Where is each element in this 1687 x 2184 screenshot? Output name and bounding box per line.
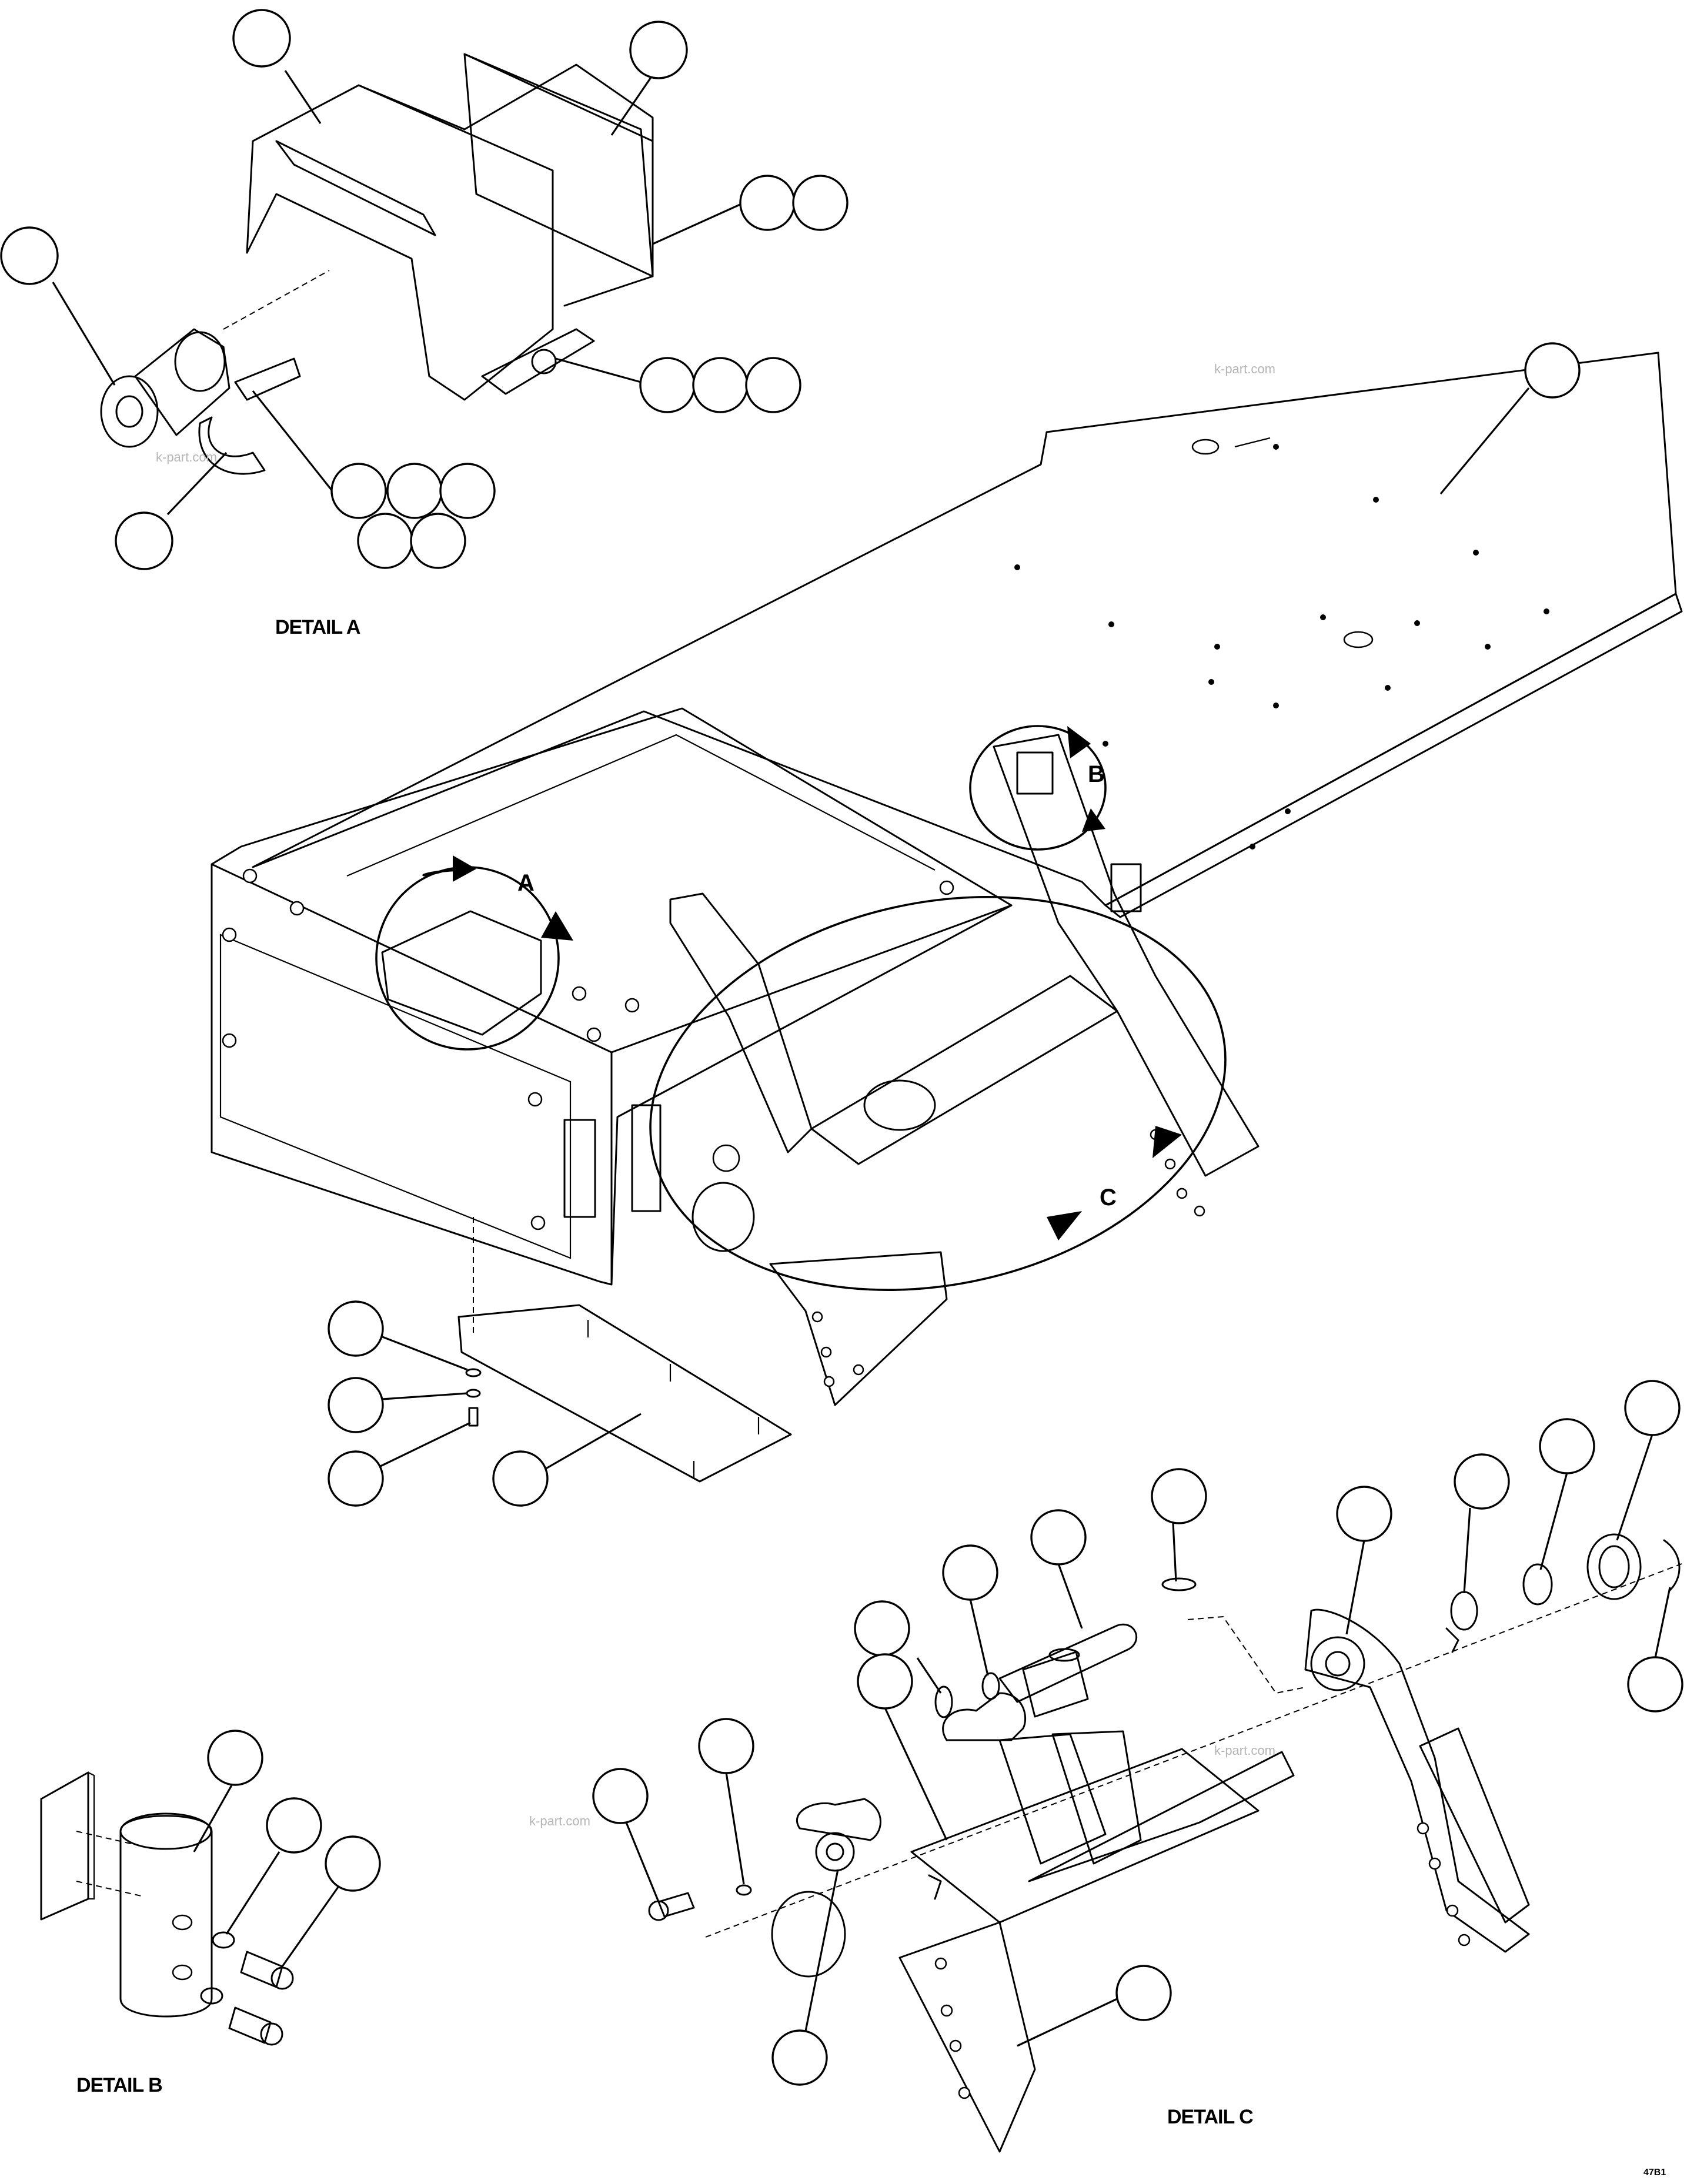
item-callout-balloons — [0, 9, 1683, 2086]
callout-balloon — [745, 357, 801, 413]
callout-balloon — [357, 513, 413, 569]
callout-balloon — [1539, 1418, 1595, 1474]
arrow-b-2 — [1082, 808, 1105, 832]
watermark-2: k-part.com — [156, 450, 217, 464]
callout-balloon — [639, 357, 696, 413]
callout-balloon — [232, 9, 291, 68]
callout-balloon — [792, 175, 848, 231]
callout-balloon — [592, 1768, 649, 1824]
callout-balloon — [1115, 1965, 1172, 2021]
drawing-code: 47B1 — [1643, 2168, 1666, 2178]
watermark-3: k-part.com — [529, 1814, 590, 1828]
callout-balloon — [942, 1544, 998, 1601]
arrow-a-2 — [541, 911, 573, 941]
callout-balloon — [771, 2029, 828, 2086]
watermark-4: k-part.com — [1214, 1743, 1275, 1758]
callout-circle-c — [649, 896, 1227, 1291]
control-box-body — [211, 707, 1013, 1286]
callout-balloon — [386, 463, 443, 519]
watermark-1: k-part.com — [1214, 362, 1275, 376]
callout-balloon — [629, 21, 688, 79]
callout-balloon — [698, 1718, 754, 1774]
detail-c-assembly — [648, 1533, 1682, 2153]
callout-balloon — [692, 357, 749, 413]
callout-balloon — [330, 463, 387, 519]
callout-balloon — [115, 511, 173, 570]
arrow-c-2 — [1047, 1211, 1082, 1240]
callout-balloon — [1336, 1486, 1392, 1542]
callout-balloon — [1151, 1468, 1207, 1524]
callout-balloon — [1454, 1453, 1510, 1510]
callout-balloon — [328, 1450, 384, 1507]
detail-a-assembly — [100, 53, 654, 475]
callout-circle-b — [969, 725, 1107, 851]
bottom-cover-plate — [457, 1217, 792, 1483]
detail-b-assembly — [40, 1771, 294, 2046]
callout-balloon — [1627, 1656, 1683, 1713]
detail-c-label: DETAIL C — [1167, 2106, 1253, 2128]
view-letter-b: B — [1088, 761, 1105, 787]
callout-balloon — [328, 1377, 384, 1433]
view-letter-c: C — [1100, 1185, 1117, 1210]
callout-balloon — [207, 1730, 263, 1786]
callout-balloon — [410, 513, 466, 569]
callout-balloon — [0, 226, 59, 285]
callout-balloon — [857, 1653, 913, 1710]
pivot-bracket-assembly — [669, 734, 1260, 1406]
view-letter-a: A — [517, 870, 535, 896]
callout-balloon — [266, 1797, 322, 1854]
callout-balloon — [1524, 342, 1581, 399]
main-deck-plate — [252, 352, 1683, 918]
callout-balloon — [325, 1835, 381, 1892]
callout-balloon — [439, 463, 496, 519]
arrow-b-1 — [1067, 726, 1091, 758]
callout-balloon — [1030, 1509, 1087, 1566]
arrow-c-1 — [1152, 1126, 1182, 1158]
callout-balloon — [328, 1300, 384, 1357]
callout-balloon — [492, 1450, 549, 1507]
view-callouts: A B C — [375, 725, 1227, 1291]
detail-a-label: DETAIL A — [275, 616, 360, 638]
arrow-a-1 — [453, 855, 476, 882]
callout-balloon — [854, 1600, 910, 1657]
callout-balloon — [739, 175, 796, 231]
callout-balloon — [1624, 1380, 1681, 1436]
detail-b-label: DETAIL B — [76, 2074, 162, 2096]
